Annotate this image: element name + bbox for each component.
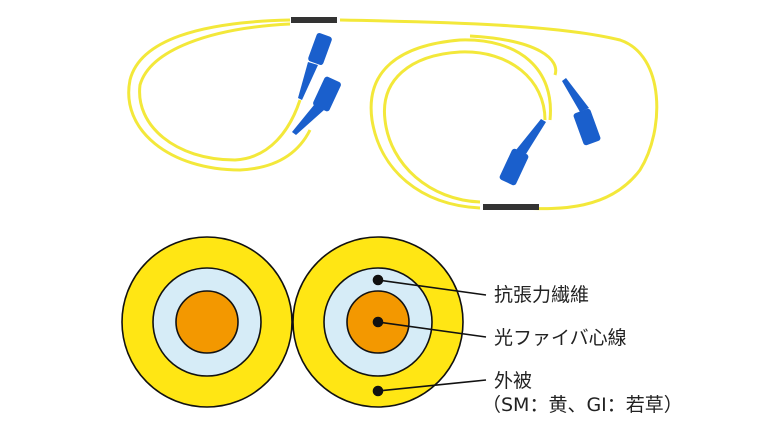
cable-sleeve-top: [291, 17, 337, 23]
fiber-patch-cable-illustration: [127, 18, 659, 211]
label-strength-member: 抗張力繊維: [494, 284, 590, 306]
cross-section-left: [121, 236, 293, 408]
sc-connector-icon: [292, 33, 601, 186]
cable-sleeve-bottom: [483, 204, 539, 210]
leader-lines: [372, 274, 487, 397]
label-jacket: 外被: [494, 370, 533, 392]
label-jacket-note: （SM：黄、GI：若草）: [482, 394, 683, 416]
label-fiber-core: 光ファイバ心線: [494, 327, 627, 349]
